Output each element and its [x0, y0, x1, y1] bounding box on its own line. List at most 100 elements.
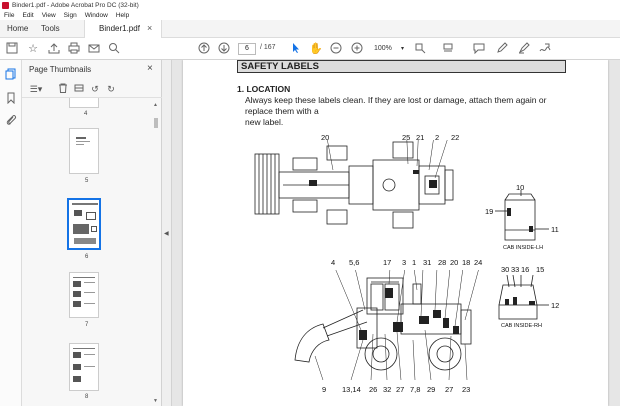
print-icon[interactable]	[67, 42, 81, 56]
callout-label: 4	[331, 258, 336, 267]
callout-label: 11	[551, 225, 559, 234]
callout-label: 17	[383, 258, 392, 267]
zoom-in-icon[interactable]	[350, 42, 364, 56]
comment-icon[interactable]	[472, 42, 486, 56]
panel-title: Page Thumbnails	[29, 65, 92, 74]
highlight-icon[interactable]	[517, 42, 531, 56]
subheading: 1. LOCATION	[237, 84, 291, 94]
callout-label: 21	[416, 133, 425, 142]
hand-icon[interactable]: ✋	[309, 43, 323, 55]
tab-home[interactable]: Home	[7, 24, 29, 33]
collapse-arrow-icon[interactable]: ◀	[164, 231, 169, 237]
callout-label: 22	[451, 133, 460, 142]
callout-label: 32	[383, 385, 392, 394]
callout-label: 23	[462, 385, 471, 394]
panel-collapse-strip[interactable]: ◀	[162, 60, 172, 406]
email-icon[interactable]	[87, 42, 101, 56]
top-view-drawing	[254, 140, 454, 229]
search-icon[interactable]	[107, 42, 121, 56]
scroll-up-icon[interactable]: ▲	[153, 102, 158, 108]
thumbnail-page[interactable]	[69, 272, 99, 318]
thumbnail-page-number: 4	[84, 111, 88, 117]
thumbnail-page-selected[interactable]	[67, 198, 101, 250]
callout-label: 33	[511, 265, 520, 274]
cab-rh-caption: CAB INSIDE-RH	[501, 323, 542, 329]
rotate-left-icon[interactable]: ↺	[91, 84, 99, 94]
callout-label: 2	[435, 133, 440, 142]
title-bar: Binder1.pdf - Adobe Acrobat Pro DC (32-b…	[0, 0, 620, 10]
callout-label: 30	[501, 265, 510, 274]
callout-label: 5,6	[349, 258, 360, 267]
zoom-level-value: 100%	[374, 45, 392, 52]
cab-inside-rh-drawing	[498, 275, 549, 320]
thumbnail-page[interactable]	[69, 98, 99, 108]
star-icon[interactable]: ☆	[28, 43, 38, 55]
callout-label: 27	[396, 385, 405, 394]
menu-sign[interactable]: Sign	[63, 11, 77, 19]
insert-page-icon[interactable]	[73, 83, 85, 95]
menu-window[interactable]: Window	[84, 11, 108, 19]
thumbnail-page[interactable]	[69, 343, 99, 391]
attachment-icon[interactable]	[4, 114, 18, 128]
tab-tools[interactable]: Tools	[41, 24, 60, 33]
callout-label: 7,8	[410, 385, 421, 394]
zoom-level-select[interactable]: 100% ▾	[371, 43, 405, 55]
tab-document-label: Binder1.pdf	[99, 24, 140, 33]
callout-label: 1	[412, 258, 417, 267]
delete-icon[interactable]	[57, 83, 69, 95]
thumbnail-page[interactable]	[69, 128, 99, 174]
paragraph-line: new label.	[245, 117, 284, 127]
left-rail	[0, 60, 22, 406]
callout-label: 12	[551, 301, 560, 310]
thumbnail-page-number: 8	[85, 394, 89, 400]
callout-label: 18	[462, 258, 471, 267]
next-page-icon[interactable]	[217, 42, 231, 56]
page-number-input[interactable]: 6	[238, 43, 256, 55]
thumbnail-page-number: 7	[85, 322, 89, 328]
menu-view[interactable]: View	[41, 11, 56, 19]
thumbnail-scrollbar[interactable]: ▲ ▼	[152, 100, 160, 406]
side-view-drawing	[294, 270, 479, 380]
callout-label: 28	[438, 258, 447, 267]
scrollbar-thumb[interactable]	[154, 118, 158, 128]
panel-toolbar: ☰▾ ↺ ↻	[22, 80, 162, 98]
upload-icon[interactable]	[47, 42, 61, 56]
close-panel-icon[interactable]: ×	[147, 63, 153, 74]
callout-label: 20	[321, 133, 330, 142]
paragraph-line: Always keep these labels clean. If they …	[245, 95, 547, 116]
menu-edit[interactable]: Edit	[22, 11, 34, 19]
close-tab-icon[interactable]: ×	[147, 23, 153, 33]
sign-icon[interactable]	[538, 42, 552, 56]
window-title: Binder1.pdf - Adobe Acrobat Pro DC (32-b…	[12, 1, 139, 9]
prev-page-icon[interactable]	[197, 42, 211, 56]
select-cursor-icon[interactable]	[289, 42, 303, 56]
pen-icon[interactable]	[495, 42, 509, 56]
thumbnail-page-number: 5	[85, 178, 89, 184]
toolbar: ☆ 6 / 167 ✋ 100% ▾	[0, 38, 620, 60]
thumbnail-page-number: 6	[85, 254, 89, 260]
callout-label: 10	[516, 183, 525, 192]
save-icon[interactable]	[5, 42, 19, 56]
tab-document[interactable]: Binder1.pdf ×	[84, 20, 162, 38]
document-viewport[interactable]: SAFETY LABELS 1. LOCATION Always keep th…	[172, 60, 620, 406]
callout-label: 31	[423, 258, 432, 267]
callout-label: 19	[485, 207, 494, 216]
acrobat-logo-icon	[2, 1, 9, 9]
menu-help[interactable]: Help	[115, 11, 130, 19]
menu-file[interactable]: File	[4, 11, 15, 19]
cab-inside-lh-drawing	[495, 190, 549, 241]
scroll-down-icon[interactable]: ▼	[153, 398, 158, 404]
callout-label: 29	[427, 385, 436, 394]
bookmark-icon[interactable]	[4, 92, 18, 106]
marquee-icon[interactable]	[413, 42, 427, 56]
rotate-right-icon[interactable]: ↻	[107, 84, 115, 94]
callout-label: 25	[402, 133, 411, 142]
chevron-down-icon: ▾	[400, 46, 404, 52]
page-thumbnails-icon[interactable]	[4, 68, 18, 82]
paragraph: Always keep these labels clean. If they …	[245, 95, 575, 128]
callout-label: 20	[450, 258, 459, 267]
zoom-out-icon[interactable]	[329, 42, 343, 56]
options-menu-icon[interactable]: ☰▾	[29, 84, 43, 94]
rotate-icon[interactable]	[441, 42, 455, 56]
callout-label: 24	[474, 258, 483, 267]
